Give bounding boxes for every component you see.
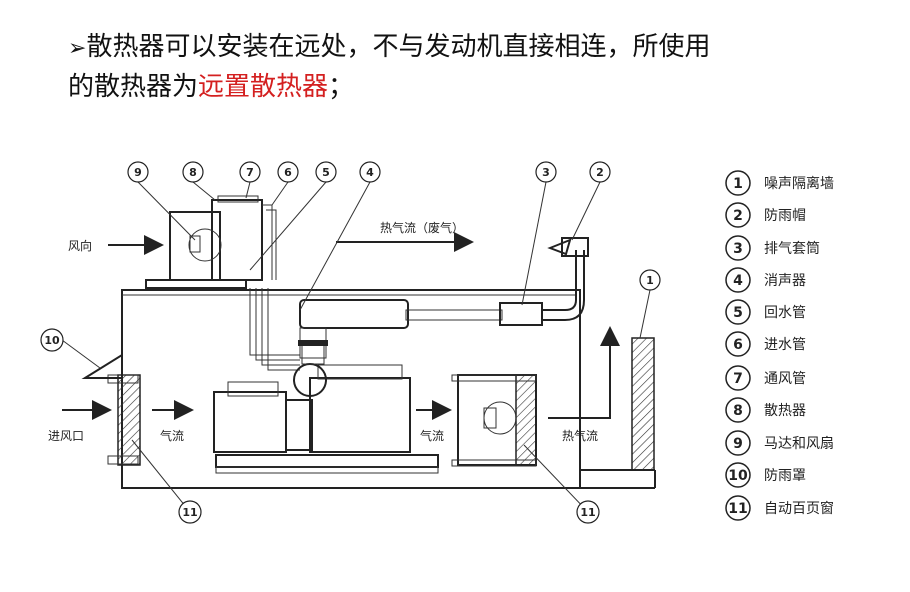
legend-text: 防雨帽 — [764, 208, 806, 224]
callout-3: 3 — [542, 166, 550, 179]
legend-num: 2 — [733, 208, 743, 224]
callout-11-left: 11 — [182, 506, 197, 519]
inlet-louvre — [107, 374, 141, 466]
legend-num: 10 — [728, 468, 748, 484]
legend-text: 消声器 — [764, 273, 806, 289]
legend-item: 3 排气套筒 — [725, 235, 820, 261]
heading-line-2-suffix: ； — [328, 72, 355, 102]
legend-num: 1 — [733, 176, 743, 192]
label-hot-air-exhaust: 热气流（废气） — [380, 220, 464, 235]
legend-num: 6 — [733, 337, 743, 353]
legend-text: 散热器 — [764, 403, 806, 419]
callout-9: 9 — [134, 166, 142, 179]
callout-10: 10 — [44, 334, 60, 347]
heading-line-2: 的散热器为远置散热器； — [68, 68, 868, 106]
legend-item: 1 噪声隔离墙 — [725, 170, 834, 196]
legend-item: 9 马达和风扇 — [725, 430, 834, 456]
legend-num: 8 — [733, 403, 743, 419]
remote-radiator — [145, 195, 263, 289]
legend-text: 进水管 — [764, 337, 806, 353]
muffler-exhaust — [299, 237, 589, 359]
legend-num: 4 — [733, 273, 743, 289]
legend-item: 7 通风管 — [725, 365, 806, 391]
heading: ➢散热器可以安装在远处，不与发动机直接相连，所使用 的散热器为远置散热器； — [68, 28, 868, 106]
callout-4: 4 — [366, 166, 374, 179]
callout-1: 1 — [646, 274, 654, 287]
legend-num: 5 — [733, 305, 743, 321]
legend-text: 回水管 — [764, 305, 806, 321]
noise-wall — [631, 337, 655, 471]
legend-item: 8 散热器 — [725, 397, 806, 423]
coolant-pipes — [249, 204, 300, 371]
callout-leaders — [61, 181, 651, 513]
legend-text: 噪声隔离墙 — [764, 175, 834, 192]
legend-item: 10 防雨罩 — [725, 462, 806, 488]
label-air-inlet: 进风口 — [48, 429, 84, 443]
legend-text: 自动百页窗 — [764, 500, 834, 517]
generator-set — [213, 340, 439, 474]
legend-text: 排气套筒 — [764, 240, 820, 257]
flow-arrows — [62, 232, 620, 420]
heading-line-1: ➢散热器可以安装在远处，不与发动机直接相连，所使用 — [68, 28, 868, 68]
callout-2: 2 — [596, 166, 604, 179]
legend-text: 马达和风扇 — [764, 436, 834, 452]
callout-circles — [40, 161, 661, 524]
label-airflow-2: 气流 — [420, 428, 444, 443]
heading-line-2-prefix: 的散热器为 — [68, 72, 199, 102]
legend-num: 9 — [733, 436, 743, 452]
legend-num: 3 — [733, 241, 743, 257]
legend-item: 4 消声器 — [725, 267, 806, 293]
callout-5: 5 — [322, 166, 330, 179]
legend-item: 11 自动百页窗 — [725, 495, 834, 521]
callout-8: 8 — [189, 166, 197, 179]
callout-11-right: 11 — [580, 506, 595, 519]
callout-7: 7 — [246, 166, 254, 179]
building-outline — [121, 289, 656, 489]
legend-num: 11 — [728, 501, 747, 517]
heading-highlight-term: 远置散热器 — [198, 72, 329, 102]
label-hot-airflow: 热气流 — [562, 428, 598, 443]
legend-item: 6 进水管 — [725, 331, 806, 357]
legend-text: 通风管 — [764, 371, 806, 387]
legend-item: 2 防雨帽 — [725, 202, 806, 228]
rain-hood — [81, 353, 123, 379]
callout-6: 6 — [284, 166, 292, 179]
legend-num: 7 — [733, 371, 743, 387]
legend-item: 5 回水管 — [725, 299, 806, 325]
label-airflow-1: 气流 — [160, 428, 184, 443]
legend-text: 防雨罩 — [764, 468, 806, 484]
label-wind-direction: 风向 — [68, 238, 92, 253]
bullet-arrow-icon: ➢ — [68, 36, 87, 61]
legend: 1 噪声隔离墙 2 防雨帽 3 排气套筒 4 消声器 5 回水管 6 进水管 — [725, 170, 834, 521]
exhaust-fan-box — [451, 374, 537, 467]
heading-line-1-text: 散热器可以安装在远处，不与发动机直接相连，所使用 — [86, 32, 711, 62]
